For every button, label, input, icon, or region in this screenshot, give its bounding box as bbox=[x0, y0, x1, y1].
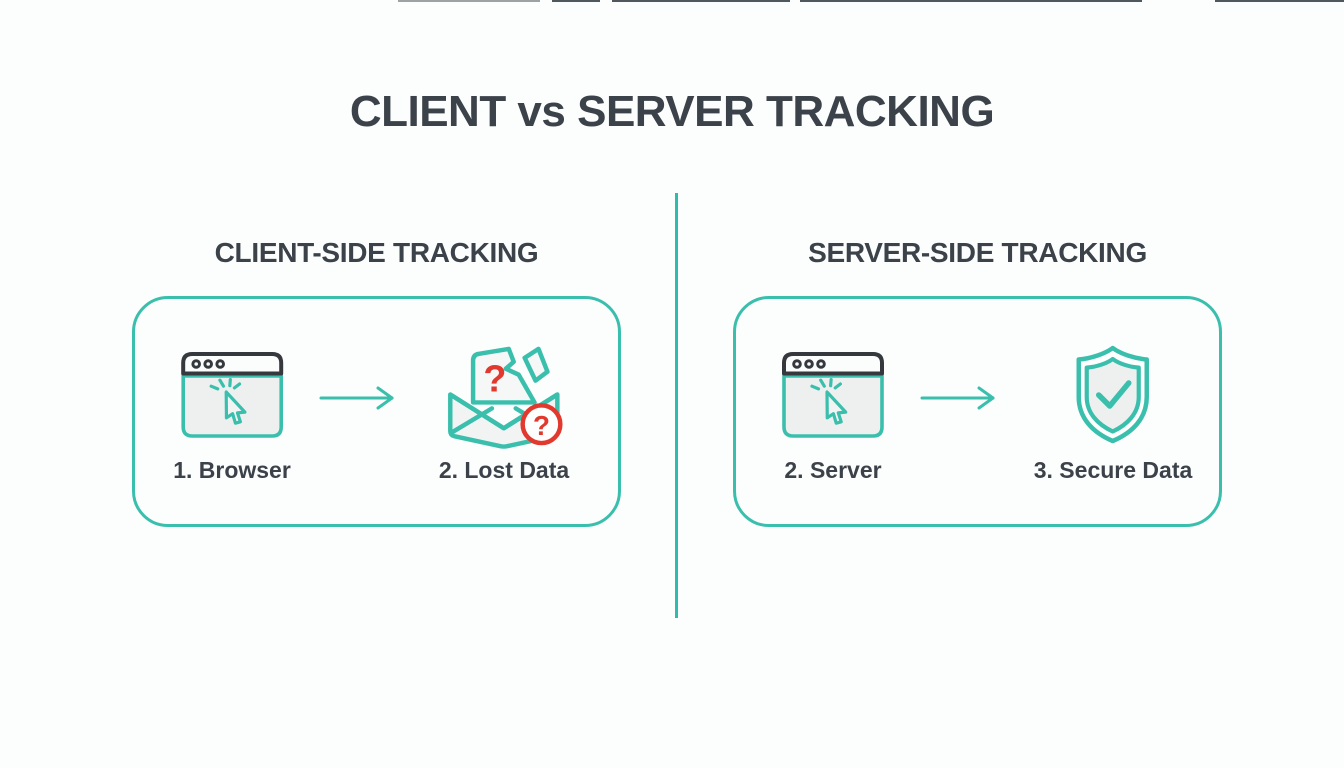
question-mark-badge-icon bbox=[520, 403, 563, 446]
browser-click-icon bbox=[781, 337, 885, 452]
step-label: 2. Lost Data bbox=[438, 457, 570, 483]
shield-check-icon bbox=[1073, 337, 1153, 452]
server-flow-box: 2. Server 3. Secure Data bbox=[733, 296, 1222, 527]
flow-step-secure-data: 3. Secure Data bbox=[1033, 337, 1193, 484]
client-flow-box: 1. Browser ? bbox=[132, 296, 621, 527]
flow-step-browser: 1. Browser bbox=[173, 337, 291, 484]
step-label: 1. Browser bbox=[173, 457, 291, 483]
client-panel-heading: CLIENT-SIDE TRACKING bbox=[214, 237, 539, 268]
page-title: CLIENT vs SERVER TRACKING bbox=[349, 87, 995, 136]
step-label: 3. Secure Data bbox=[1033, 457, 1193, 483]
arrow-right-icon bbox=[919, 385, 999, 411]
browser-click-icon bbox=[180, 337, 284, 452]
vertical-divider bbox=[675, 193, 678, 618]
arrow-right-icon bbox=[318, 385, 398, 411]
server-panel-heading: SERVER-SIDE TRACKING bbox=[808, 237, 1147, 268]
lost-question-glyph: ? bbox=[484, 358, 507, 400]
flow-step-server: 2. Server bbox=[781, 337, 885, 484]
torn-envelope-question-icon: ? ? bbox=[440, 337, 568, 452]
step-label: 2. Server bbox=[784, 457, 882, 483]
flow-step-lost-data: ? ? 2. Lost Data bbox=[439, 337, 569, 484]
svg-text:?: ? bbox=[533, 410, 550, 441]
